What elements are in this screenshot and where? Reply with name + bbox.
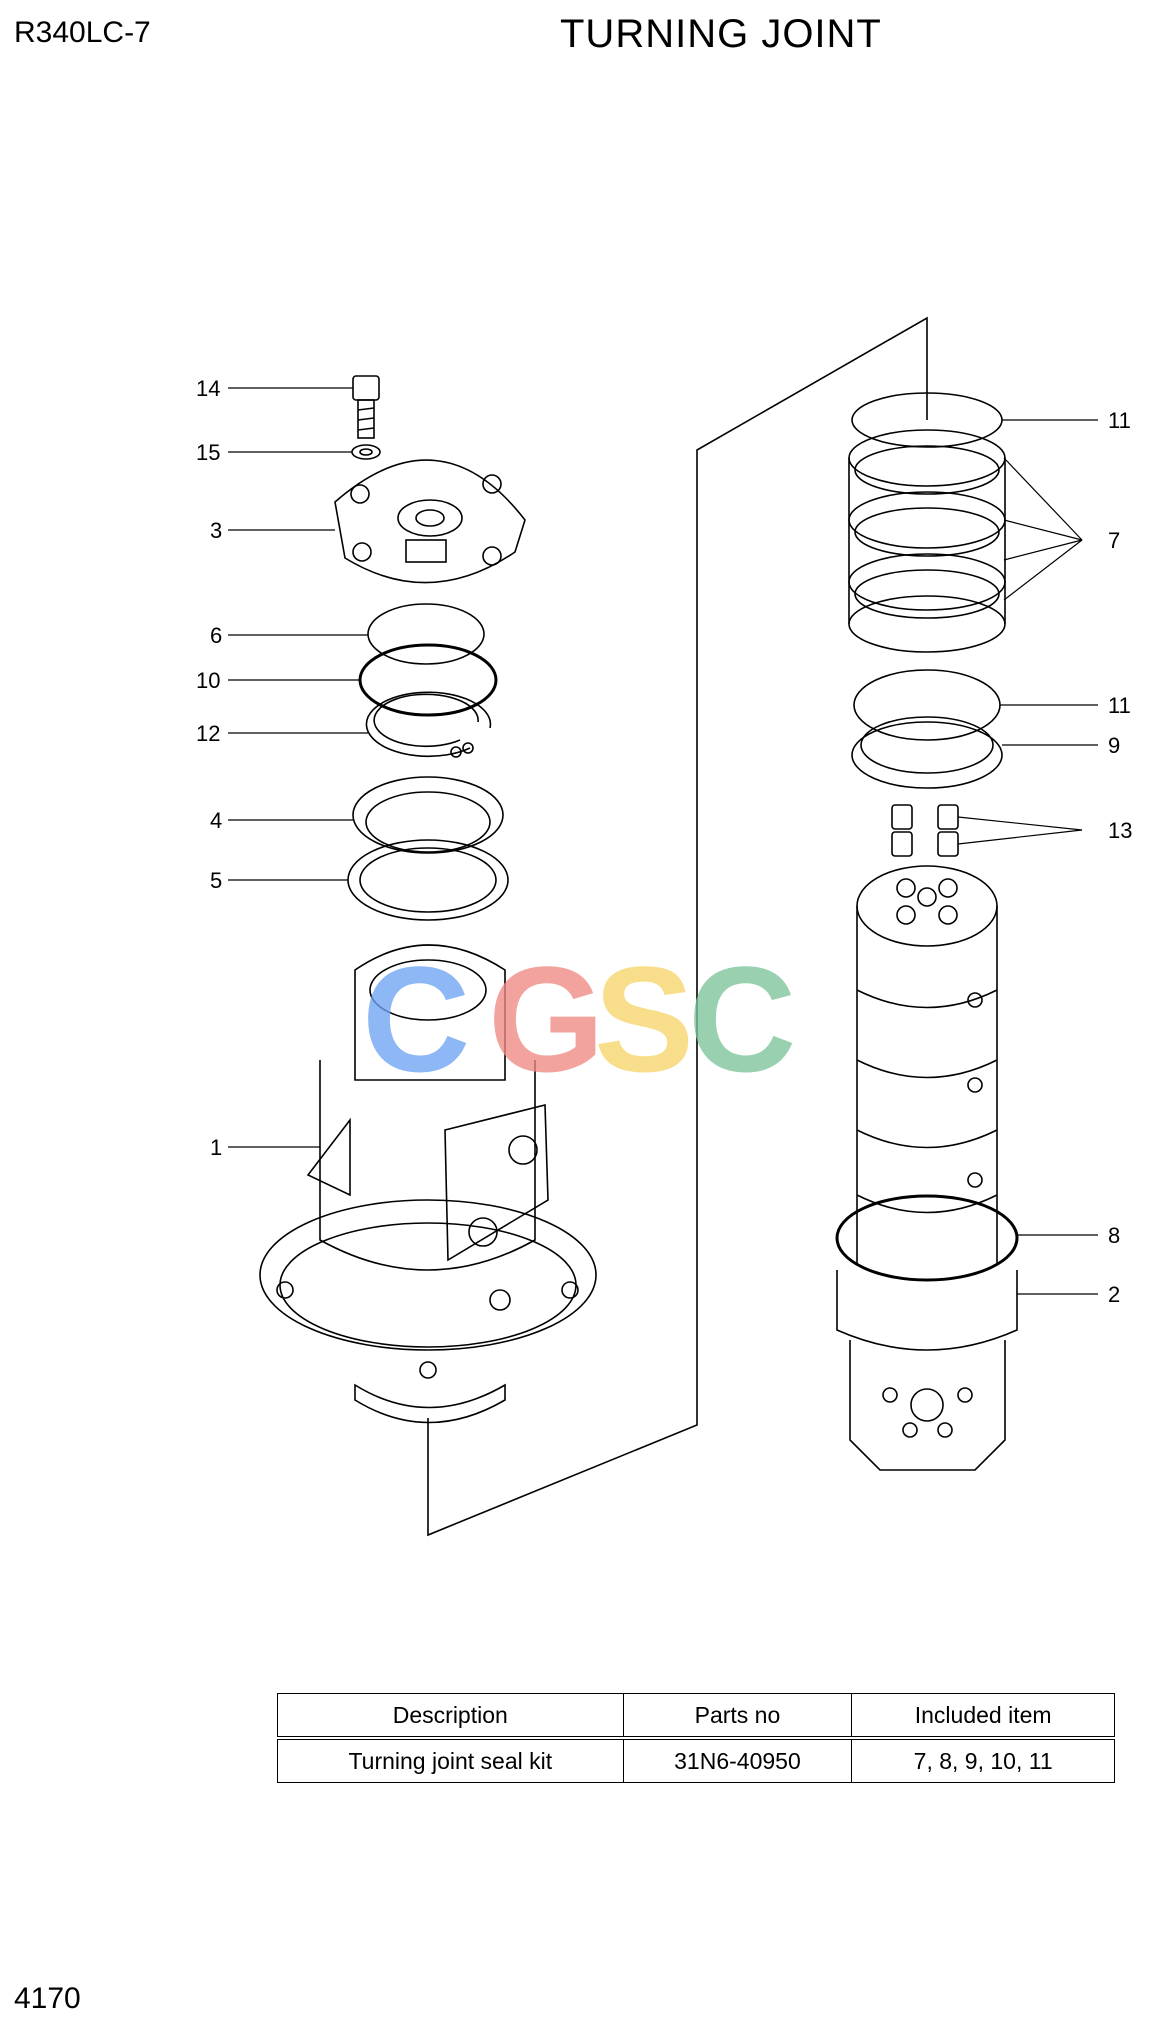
watermark-letter-c2: C <box>688 935 797 1103</box>
watermark-letter-s: S <box>594 935 695 1103</box>
bolt-part <box>352 375 380 439</box>
callout-13: 13 <box>1108 818 1132 843</box>
page-number: 4170 <box>14 1982 81 2015</box>
callout-8: 8 <box>1108 1223 1120 1248</box>
leader-lines <box>228 387 1098 1295</box>
callout-5: 5 <box>210 868 222 893</box>
callout-1: 1 <box>210 1135 222 1160</box>
ring-4-part <box>352 776 504 854</box>
callout-12: 12 <box>196 721 220 746</box>
assembly-line <box>427 316 928 1537</box>
model-number: R340LC-7 <box>14 16 151 49</box>
header-description: Description <box>277 1693 624 1739</box>
washer-part <box>351 444 381 460</box>
ring-6-part <box>367 603 485 665</box>
header-parts-no: Parts no <box>622 1693 853 1739</box>
callout-2: 2 <box>1108 1282 1120 1307</box>
callouts-left: 14 15 3 6 10 12 4 5 1 <box>196 376 222 1160</box>
callout-11-top: 11 <box>1108 408 1131 433</box>
spindle-base-part <box>836 1270 1018 1471</box>
callout-15: 15 <box>196 440 220 465</box>
callout-10: 10 <box>196 668 220 693</box>
plugs-13-part <box>891 804 959 857</box>
watermark-letter-g: G <box>488 935 605 1103</box>
page-title: TURNING JOINT <box>560 12 882 56</box>
callout-14: 14 <box>196 376 220 401</box>
cell-included-item: 7, 8, 9, 10, 11 <box>851 1737 1115 1783</box>
cover-part <box>334 459 526 584</box>
watermark-letter-c1: C <box>362 935 471 1103</box>
callout-6: 6 <box>210 623 222 648</box>
callout-11-lower: 11 <box>1108 693 1131 718</box>
ring-9-part <box>851 716 1003 789</box>
callout-7: 7 <box>1108 528 1120 553</box>
seal-kit-table: Description Parts no Included item Turni… <box>277 1693 1115 1783</box>
table-row: Turning joint seal kit 31N6-40950 7, 8, … <box>277 1737 1115 1783</box>
cell-description: Turning joint seal kit <box>277 1737 624 1783</box>
spindle-part <box>856 865 998 1265</box>
callouts-right: 11 7 11 9 13 8 2 <box>1108 408 1132 1307</box>
callout-9: 9 <box>1108 733 1120 758</box>
table-header-row: Description Parts no Included item <box>277 1693 1115 1739</box>
callout-4: 4 <box>210 808 222 833</box>
cell-parts-no: 31N6-40950 <box>622 1737 853 1783</box>
callout-3: 3 <box>210 518 222 543</box>
oring-8-part <box>835 1194 1019 1282</box>
body-part <box>259 944 597 1424</box>
header-included-item: Included item <box>851 1693 1115 1739</box>
seal-11-lower-part <box>853 669 1001 741</box>
seal-stack-7-part <box>848 429 1006 653</box>
retaining-ring-part <box>365 691 492 758</box>
